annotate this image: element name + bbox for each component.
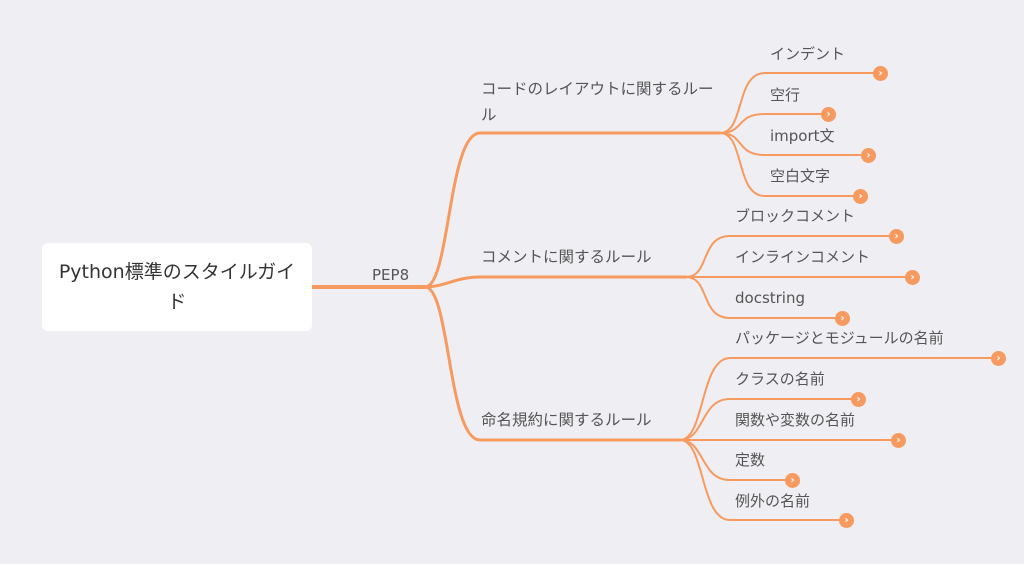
edge-pep8-naming [423, 285, 682, 442]
node-function-name[interactable]: 関数や変数の名前 [735, 411, 856, 429]
node-indent[interactable]: インデント [770, 45, 846, 63]
edge-pep8-comment [423, 275, 688, 289]
node-import[interactable]: import文 [770, 127, 835, 145]
edge-layout-indent [719, 72, 881, 134]
expand-blankline-chevron-right-icon[interactable]: › [821, 107, 836, 122]
node-block-comment[interactable]: ブロックコメント [735, 207, 856, 225]
edge-comment-block [685, 235, 897, 278]
edge-naming-package [679, 357, 999, 441]
group-naming-label[interactable]: 命名規約に関するルール [481, 411, 652, 429]
edge-naming-exception [679, 439, 847, 521]
node-inline-comment[interactable]: インラインコメント [735, 248, 871, 266]
expand-whitespace-chevron-right-icon[interactable]: › [853, 189, 868, 204]
root-title: Python標準のスタイルガイド [58, 261, 296, 313]
edge-pep8-layout [423, 131, 722, 289]
edge-naming-const [679, 439, 793, 481]
node-package-name[interactable]: パッケージとモジュールの名前 [735, 329, 944, 347]
expand-exception-name-chevron-right-icon[interactable]: › [839, 513, 854, 528]
expand-constant-chevron-right-icon[interactable]: › [785, 473, 800, 488]
expand-function-name-chevron-right-icon[interactable]: › [891, 433, 906, 448]
expand-class-name-chevron-right-icon[interactable]: › [851, 392, 866, 407]
expand-indent-chevron-right-icon[interactable]: › [873, 66, 888, 81]
edge-layout-whitespace [719, 132, 861, 197]
edge-layout-import [719, 132, 869, 156]
expand-docstring-chevron-right-icon[interactable]: › [835, 311, 850, 326]
node-constant[interactable]: 定数 [735, 451, 766, 469]
node-class-name[interactable]: クラスの名前 [735, 370, 825, 388]
group-comment-label[interactable]: コメントに関するルール [481, 248, 652, 266]
expand-inline-comment-chevron-right-icon[interactable]: › [905, 270, 920, 285]
edge-layout-blankline [719, 113, 829, 134]
node-blankline[interactable]: 空行 [770, 86, 801, 104]
edge-naming-class [679, 398, 859, 441]
node-whitespace[interactable]: 空白文字 [770, 167, 831, 185]
node-docstring[interactable]: docstring [735, 289, 806, 307]
edge-comment-docstring [685, 276, 843, 319]
pep8-label[interactable]: PEP8 [372, 266, 410, 284]
expand-block-comment-chevron-right-icon[interactable]: › [889, 229, 904, 244]
root-node[interactable]: Python標準のスタイルガイド [42, 243, 312, 331]
group-layout-label[interactable]: コードのレイアウトに関するルール [481, 80, 714, 124]
expand-import-chevron-right-icon[interactable]: › [861, 148, 876, 163]
node-exception-name[interactable]: 例外の名前 [735, 492, 811, 510]
expand-package-name-chevron-right-icon[interactable]: › [991, 351, 1006, 366]
